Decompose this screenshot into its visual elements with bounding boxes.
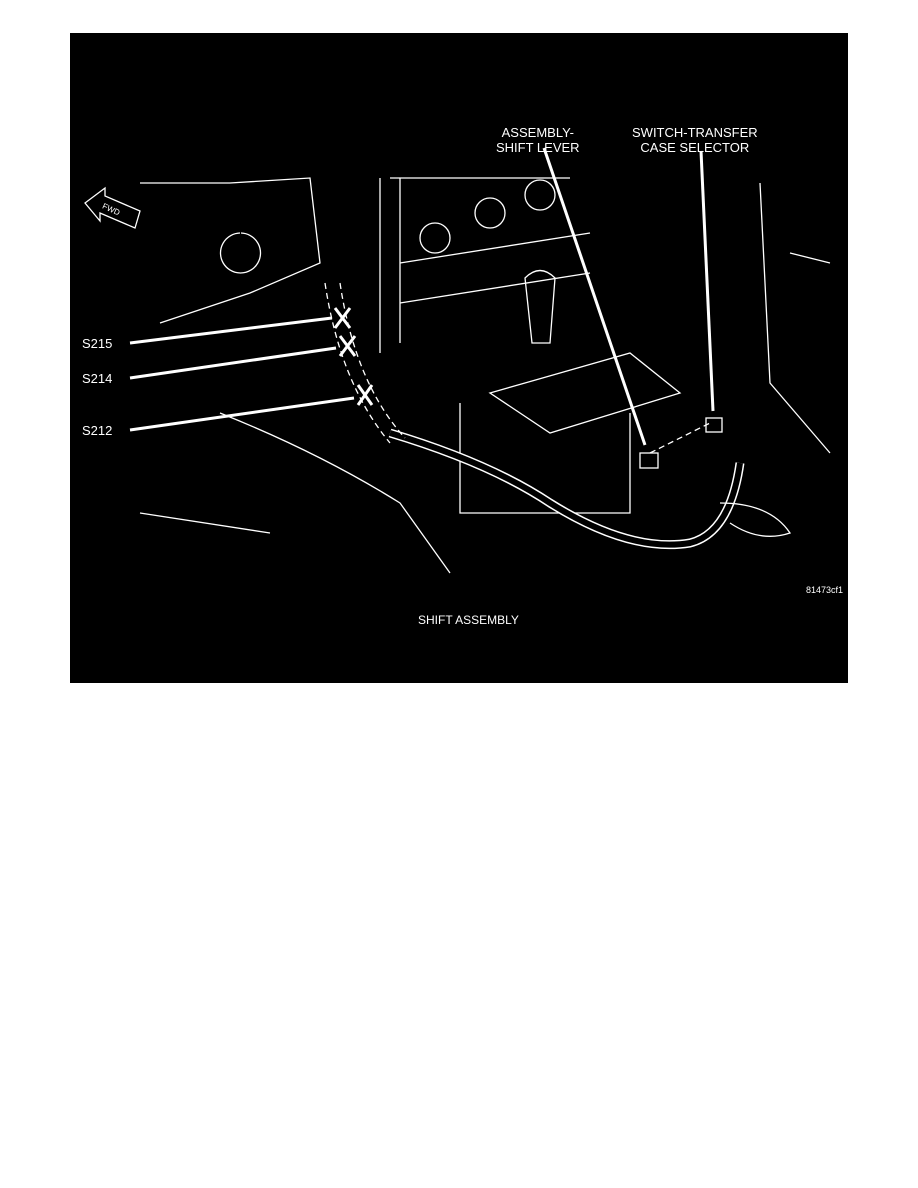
callout-shift-lever-line1: ASSEMBLY- xyxy=(501,125,574,140)
fwd-arrow-icon xyxy=(84,186,141,229)
callout-shift-lever-line2: SHIFT LEVER xyxy=(496,140,580,155)
callout-shift-lever: ASSEMBLY- SHIFT LEVER xyxy=(496,125,580,155)
callout-transfer-line2: CASE SELECTOR xyxy=(640,140,750,155)
figure-code: 81473cf1 xyxy=(806,585,844,595)
figure-caption: SHIFT ASSEMBLY xyxy=(418,613,519,627)
callout-s212: S212 xyxy=(82,423,113,438)
callout-s214: S214 xyxy=(82,371,113,386)
callout-s215: S215 xyxy=(82,336,113,351)
callout-transfer-case-switch: SWITCH-TRANSFER CASE SELECTOR xyxy=(632,125,758,155)
callout-transfer-line1: SWITCH-TRANSFER xyxy=(632,125,758,140)
line-drawing xyxy=(84,147,831,574)
shift-assembly-illustration: S215 S214 S212 ASSEMBLY- SHIFT LEVER SWI… xyxy=(70,33,848,683)
